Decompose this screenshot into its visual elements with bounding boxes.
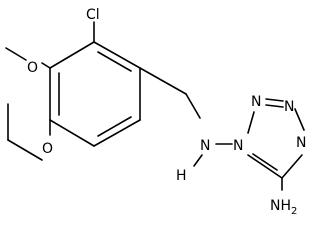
ring-bond bbox=[93, 41, 141, 69]
chlorine-label: Cl bbox=[86, 7, 100, 23]
tetrazole-n2-label: N bbox=[251, 94, 261, 110]
tetrazole-n3-label: N bbox=[284, 99, 294, 115]
tetrazole-double-bond bbox=[252, 153, 278, 171]
ring-bond bbox=[93, 119, 141, 147]
ring-bond bbox=[49, 41, 95, 69]
c-o-bond bbox=[41, 62, 51, 69]
tetrazole-bond bbox=[281, 154, 303, 179]
tetrazole-n1-label: N bbox=[233, 138, 243, 154]
amino-nh-text: NH bbox=[270, 198, 291, 214]
ring-bond bbox=[49, 119, 95, 147]
ch2-n-bond bbox=[185, 93, 201, 119]
ring-ch2-bond bbox=[139, 67, 187, 95]
structure-canvas: Cl O O N H N N N N NH2 bbox=[5, 7, 307, 217]
tetrazole-double-bond bbox=[265, 104, 284, 108]
amino-group-label: NH2 bbox=[270, 198, 297, 217]
amine-nitrogen-label: N bbox=[200, 138, 210, 154]
ring-double-bond bbox=[97, 51, 132, 72]
ring-double-bond bbox=[97, 116, 132, 137]
o-ch3-bond bbox=[5, 47, 27, 61]
tetrazole-bond bbox=[247, 154, 283, 179]
amine-hydrogen-label: H bbox=[176, 168, 187, 184]
molecule-diagram: Cl O O N H N N N N NH2 bbox=[5, 7, 306, 217]
o-ch2-bond bbox=[7, 139, 43, 161]
amino-subscript-2: 2 bbox=[291, 206, 297, 217]
tetrazole-bond bbox=[265, 98, 284, 102]
n-h-bond bbox=[193, 154, 203, 167]
ethoxy-oxygen-label: O bbox=[42, 141, 53, 157]
tetrazole-bond bbox=[247, 111, 255, 134]
tetrazole-bond bbox=[294, 108, 305, 131]
tetrazole-n4-label: N bbox=[296, 135, 306, 151]
methoxy-oxygen-label: O bbox=[27, 60, 38, 76]
